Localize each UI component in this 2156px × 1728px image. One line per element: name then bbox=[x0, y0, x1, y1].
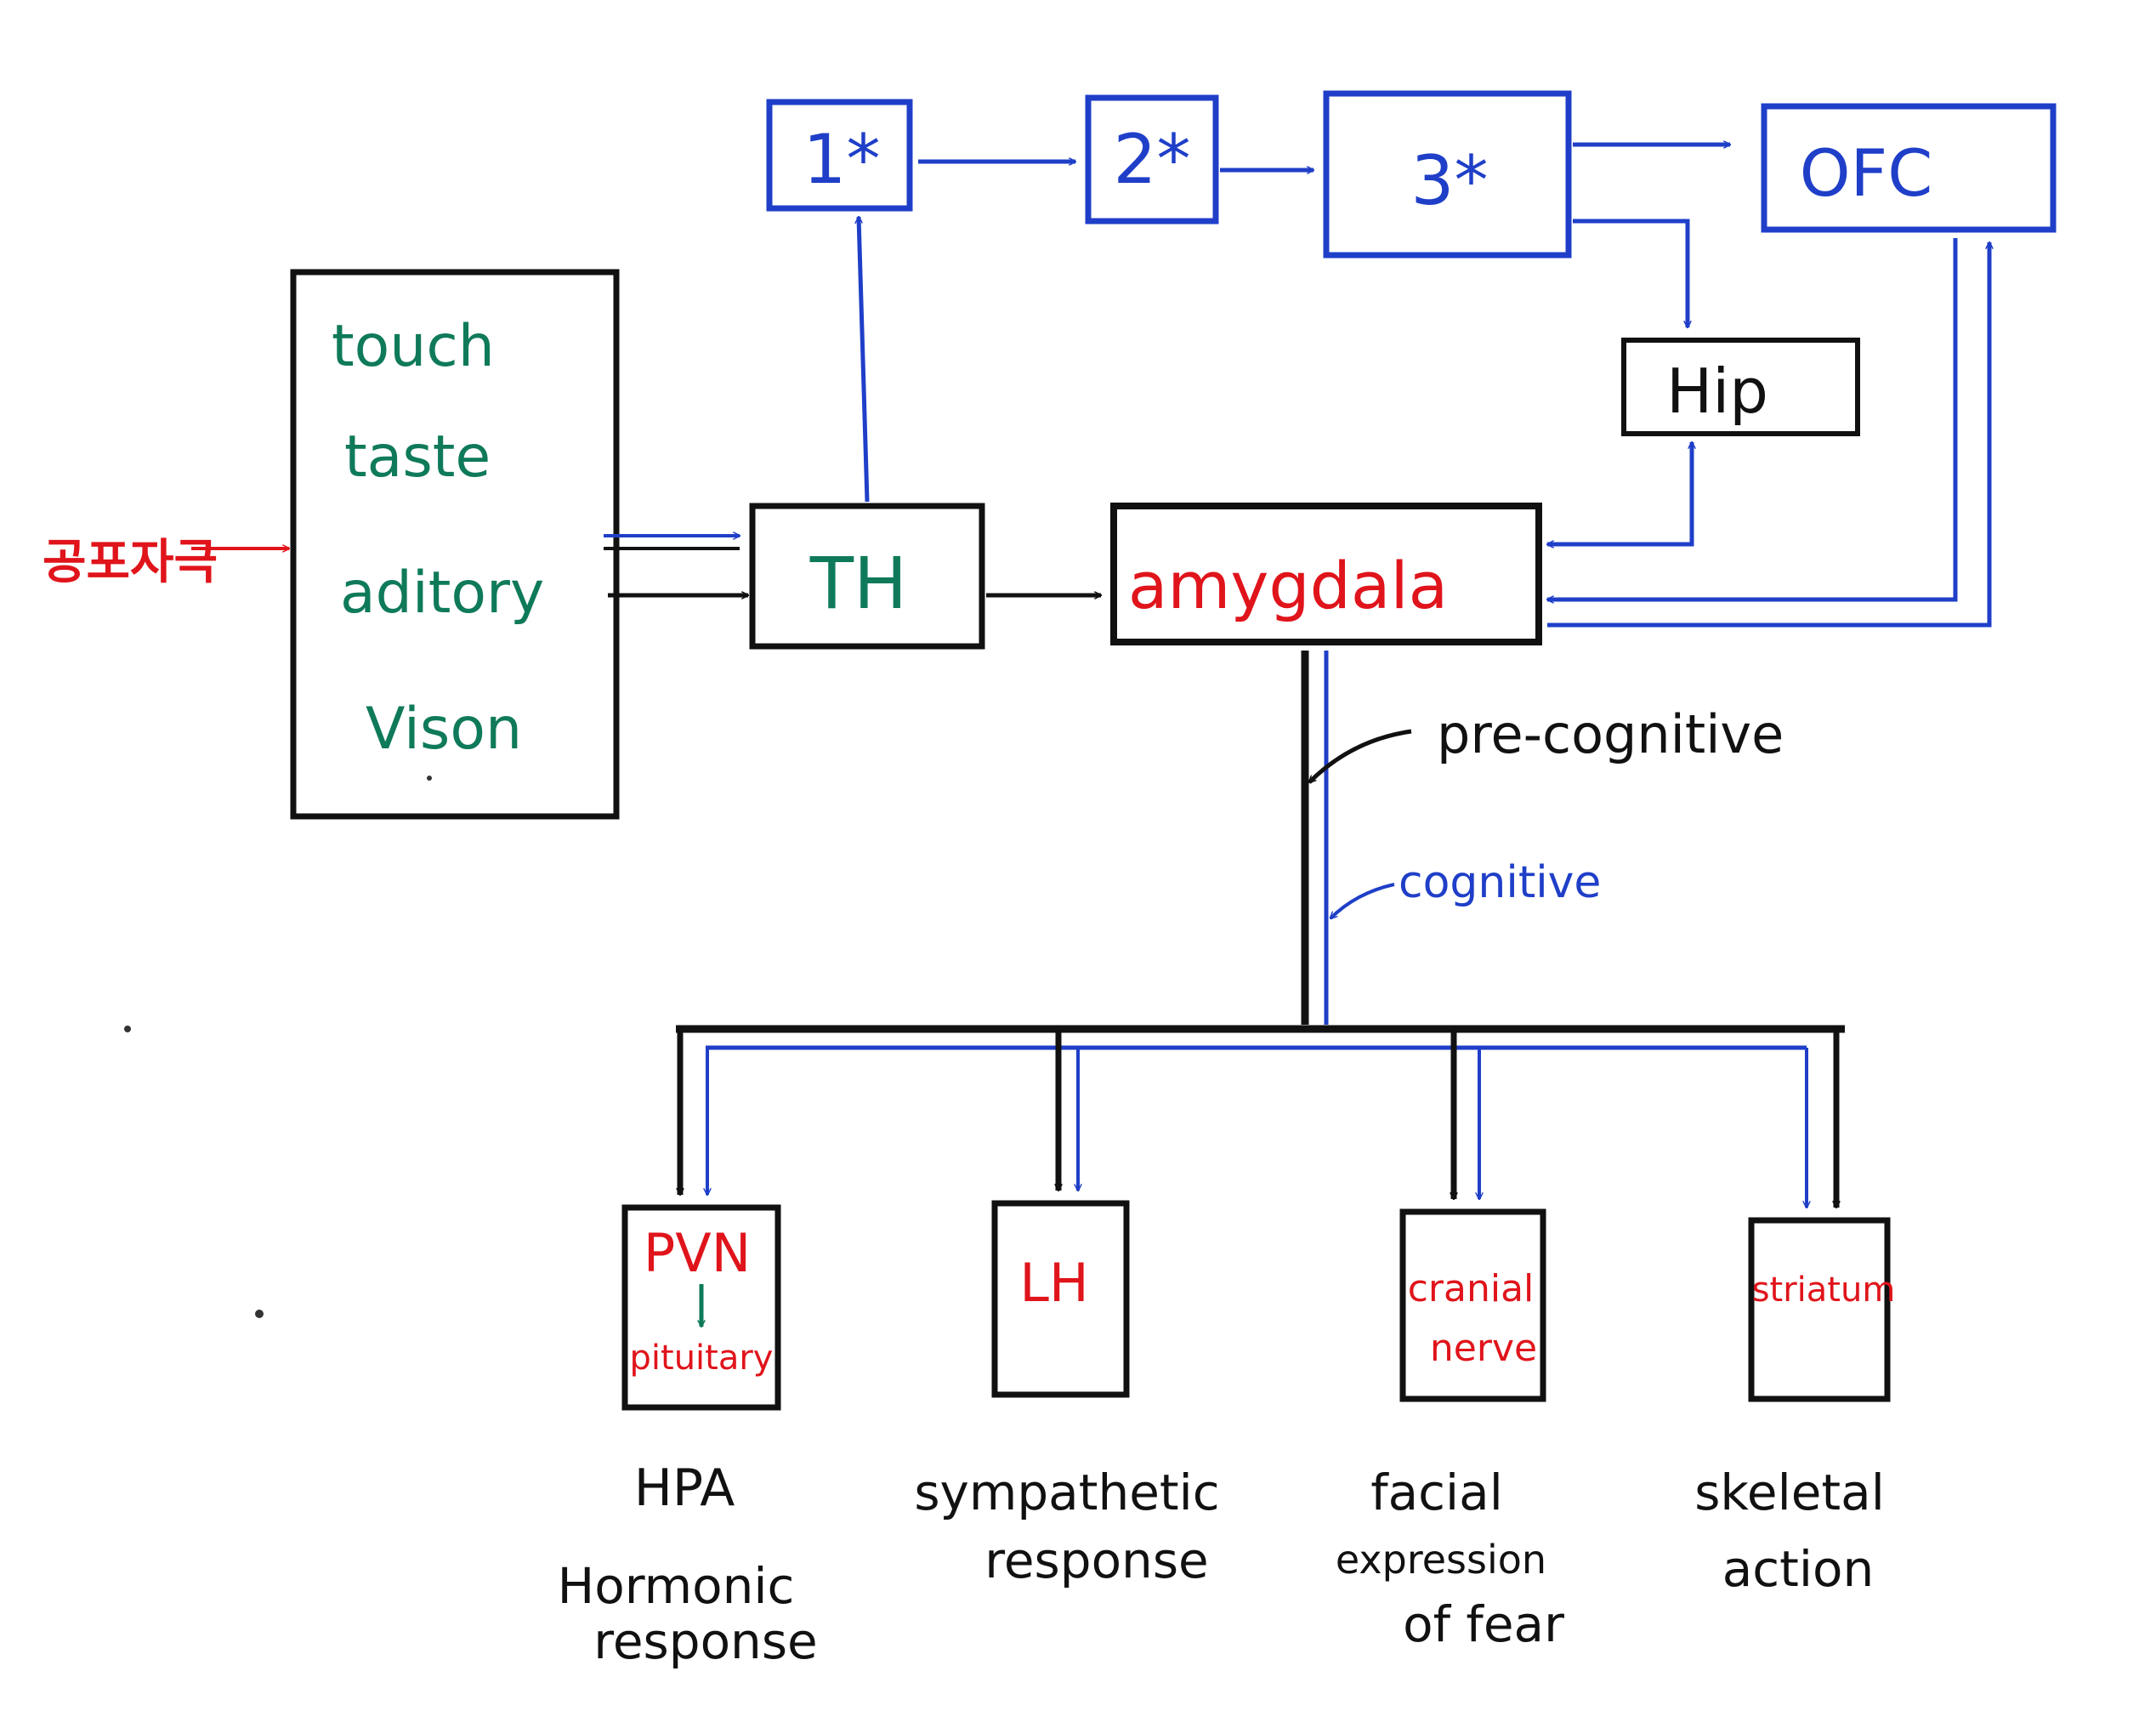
cognitive-label: cognitive bbox=[1399, 857, 1601, 908]
c2-box bbox=[1085, 94, 1219, 225]
pvn-caption-line-1: HPA bbox=[634, 1458, 735, 1518]
striatum-label: striatum bbox=[1752, 1270, 1896, 1310]
lh-caption-line-1: sympathetic bbox=[914, 1464, 1219, 1521]
c2-label: 2* bbox=[1114, 120, 1191, 199]
precognitive-label: pre-cognitive bbox=[1437, 703, 1784, 765]
sense-taste: taste bbox=[344, 423, 491, 491]
ofc-to-amygdala-arrow bbox=[1547, 238, 1958, 600]
sense-aditory: aditory bbox=[340, 560, 544, 627]
cranial-nerve-box bbox=[1399, 1208, 1546, 1402]
pvn-box bbox=[621, 1204, 781, 1411]
cognitive-pointer bbox=[1330, 883, 1395, 918]
c3-to-hip-arrow bbox=[1573, 219, 1688, 327]
sense-touch: touch bbox=[332, 313, 495, 380]
amygdala-label: amygdala bbox=[1128, 548, 1448, 623]
c3-box bbox=[1323, 90, 1572, 259]
stimulus-label: 공포자극 bbox=[43, 535, 218, 590]
lh-label: LH bbox=[1019, 1252, 1088, 1314]
precognitive-pointer bbox=[1309, 729, 1412, 782]
pituitary-label: pituitary bbox=[630, 1339, 774, 1378]
nerve-label: nerve bbox=[1430, 1327, 1537, 1370]
hip-amygdala-bidirectional-arrow bbox=[1547, 442, 1692, 544]
cranial-caption-line-2: expression bbox=[1336, 1537, 1546, 1583]
pvn-caption-line-2: Hormonic bbox=[558, 1557, 795, 1615]
hip-box bbox=[1621, 338, 1860, 436]
th-to-c1-arrow bbox=[859, 217, 870, 503]
sense-vison: Vison bbox=[366, 696, 522, 763]
ofc-box bbox=[1761, 103, 2057, 233]
cranial-caption-line-1: facial bbox=[1370, 1464, 1503, 1521]
pvn-label: PVN bbox=[644, 1222, 751, 1284]
lh-caption-line-2: response bbox=[984, 1532, 1208, 1589]
c1-label: 1* bbox=[803, 120, 881, 199]
sensory-box bbox=[290, 269, 620, 820]
lh-box bbox=[991, 1200, 1130, 1398]
pen-dot bbox=[427, 776, 432, 781]
cranial-label: cranial bbox=[1408, 1267, 1535, 1310]
cranial-caption-line-3: of fear bbox=[1403, 1595, 1564, 1653]
amygdala-to-ofc-arrow bbox=[1547, 242, 1989, 628]
pen-dot bbox=[124, 1026, 131, 1032]
c1-box bbox=[766, 99, 913, 212]
ofc-label: OFC bbox=[1800, 135, 1933, 211]
amygdala-box bbox=[1110, 503, 1542, 645]
hip-label: Hip bbox=[1666, 355, 1768, 427]
th-label: TH bbox=[809, 542, 907, 625]
striatum-box bbox=[1748, 1217, 1891, 1402]
striatum-caption-line-2: action bbox=[1722, 1540, 1875, 1598]
c3-label: 3* bbox=[1411, 141, 1489, 220]
th-box bbox=[749, 503, 985, 650]
pen-dot bbox=[255, 1310, 264, 1318]
striatum-caption-line-1: skeletal bbox=[1694, 1464, 1885, 1521]
pvn-caption-line-3: response bbox=[593, 1612, 817, 1670]
